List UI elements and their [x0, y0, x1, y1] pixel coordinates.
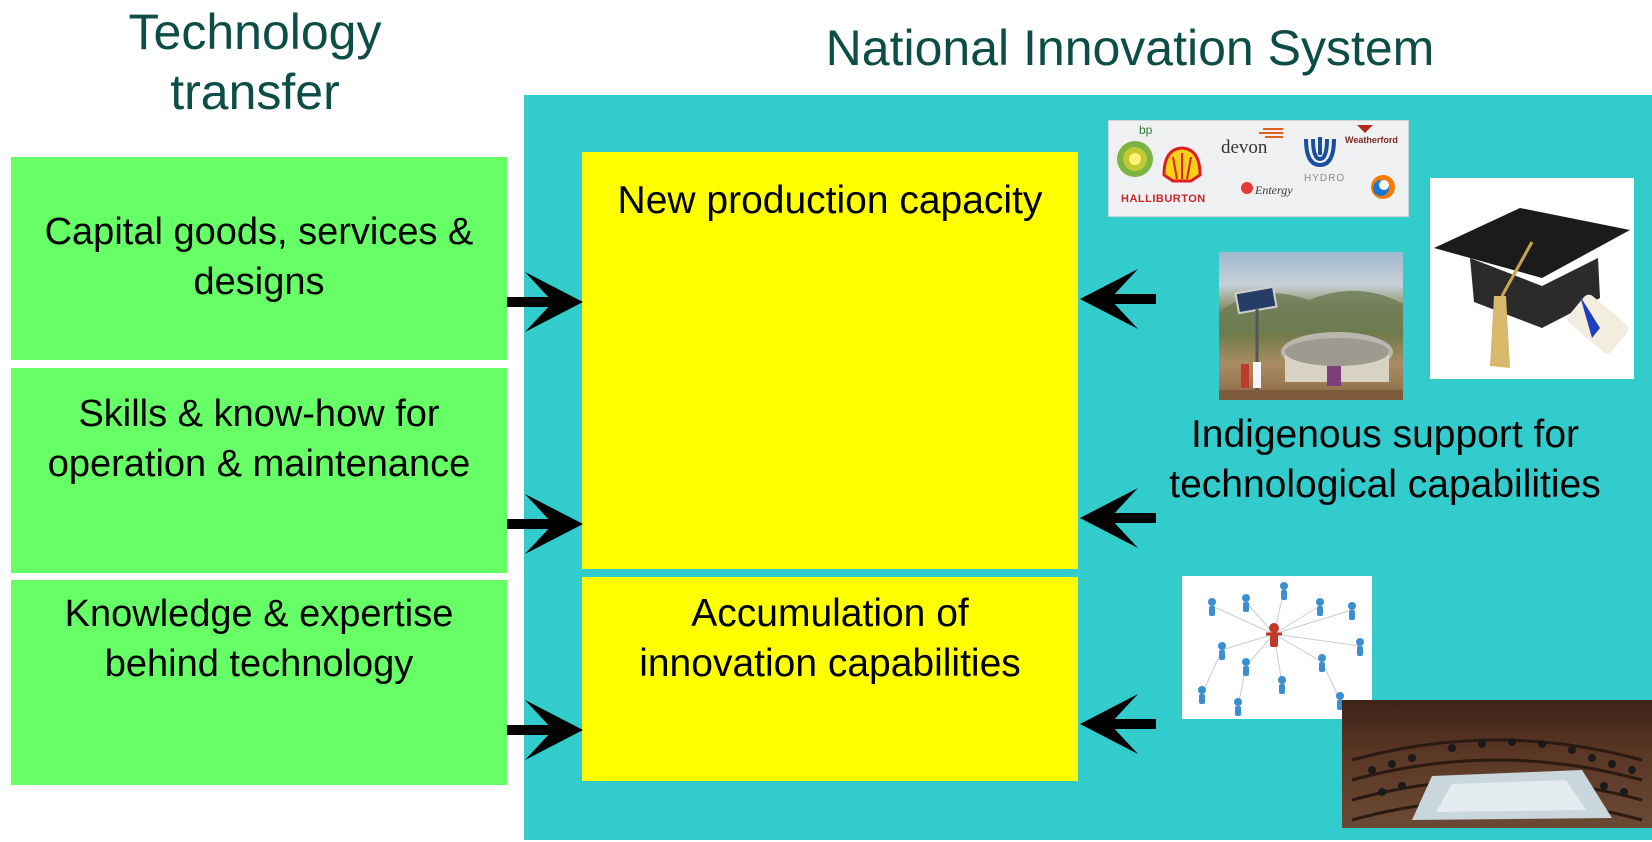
transfer-box-label: Skills & know-how for operation & mainte… [47, 393, 471, 485]
graduation-cap-icon [1434, 208, 1630, 368]
arrow-left-icon [1080, 269, 1156, 329]
transfer-box-knowledge: Knowledge & expertise behind technology [11, 580, 507, 785]
bp-logo-text: bp [1139, 123, 1153, 137]
entergy-logo-text: Entergy [1255, 183, 1293, 197]
devon-logo-text: devon [1221, 137, 1268, 158]
hydro-logo-text: HYDRO [1304, 173, 1346, 184]
people-network-image [1182, 576, 1372, 719]
indigenous-support-label: Indigenous support for technological cap… [1169, 413, 1601, 506]
bp-logo-icon [1117, 141, 1153, 177]
parliament-chamber-photo [1342, 700, 1652, 828]
new-production-capacity-box: New production capacity [582, 152, 1078, 569]
hydro-logo-icon [1304, 137, 1336, 168]
arrow-left-icon [1080, 694, 1156, 754]
transfer-box-capital-goods: Capital goods, services & designs [11, 157, 507, 360]
accumulation-label: Accumulation of innovation capabilities [639, 592, 1021, 685]
transfer-box-label: Capital goods, services & designs [44, 211, 474, 303]
halliburton-logo-text: HALLIBURTON [1121, 193, 1206, 205]
arrow-right-icon [507, 700, 583, 760]
devon-stripes-icon [1259, 128, 1283, 138]
arrow-right-icon [507, 494, 583, 554]
accumulation-of-innovation-capabilities-box: Accumulation of innovation capabilities [582, 577, 1078, 781]
weatherford-logo-icon [1357, 125, 1373, 133]
total-logo-icon [1371, 175, 1395, 199]
graduation-cap-photo [1430, 178, 1634, 379]
parliament-seating-illustration [1351, 738, 1643, 822]
network-people-icon [1198, 582, 1364, 716]
arrow-right-icon [507, 272, 583, 332]
hut-and-solar-panel-illustration [1219, 285, 1403, 400]
national-innovation-system-heading: National Innovation System [825, 20, 1435, 76]
transfer-box-label: Knowledge & expertise behind technology [64, 593, 454, 685]
shell-logo-icon [1162, 146, 1202, 183]
new-production-capacity-label: New production capacity [617, 179, 1043, 222]
technology-transfer-heading: Technology transfer [128, 4, 382, 120]
entergy-logo-icon [1241, 182, 1253, 194]
energy-company-logos-image: bp devon HYDRO Weatherford Entergy HALLI… [1108, 120, 1409, 217]
weatherford-logo-text: Weatherford [1345, 135, 1398, 145]
transfer-box-skills: Skills & know-how for operation & mainte… [11, 368, 507, 573]
arrow-left-icon [1080, 488, 1156, 548]
rural-solar-panel-photo [1219, 252, 1403, 400]
